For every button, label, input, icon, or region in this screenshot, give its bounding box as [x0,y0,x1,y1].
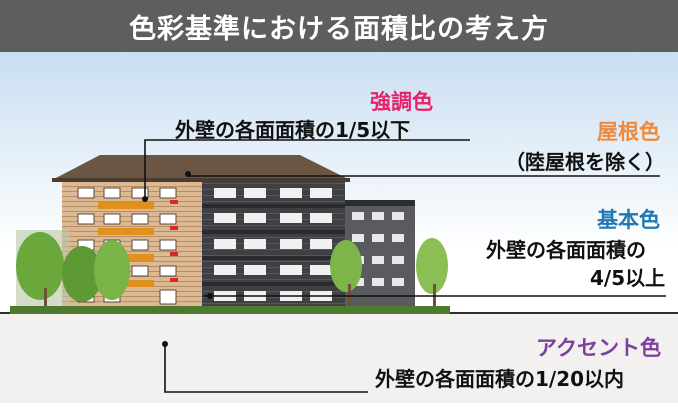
scene: 強調色 外壁の各面面積の1/5以下 屋根色 （陸屋根を除く） 基本色 外壁の各面… [0,52,678,403]
roof-color-text: （陸屋根を除く） [505,150,665,174]
accent-color-text: 外壁の各面面積の1/20以内 [375,367,625,391]
roof-color-heading: 屋根色 [597,120,660,144]
title-bar: 色彩基準における面積比の考え方 [0,0,678,52]
accent-color-heading: アクセント色 [536,336,661,360]
title: 色彩基準における面積比の考え方 [129,13,549,45]
roof [52,155,350,180]
strong-color-heading: 強調色 [370,90,433,114]
base-color-text-line1: 外壁の各面面積の [486,238,646,262]
ground [0,313,678,403]
building-illustration [0,52,678,403]
rear-building [345,200,415,312]
strong-color-text: 外壁の各面面積の1/5以下 [175,118,411,142]
base-color-heading: 基本色 [597,208,660,232]
base-color-text-line2: 4/5以上 [590,266,666,290]
trees [16,230,448,314]
